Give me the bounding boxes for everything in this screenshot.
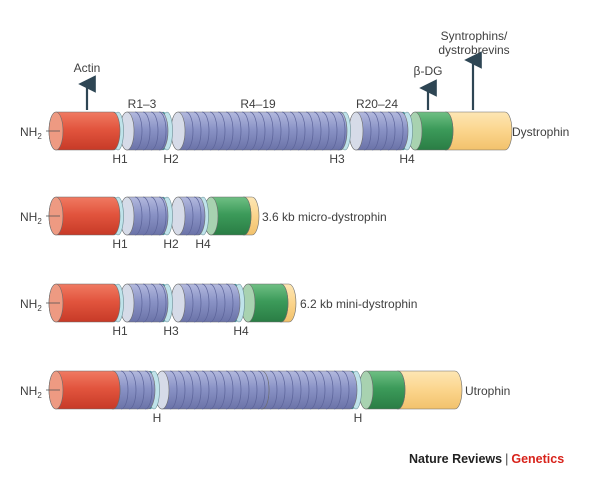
svg-text:NH2: NH2 bbox=[20, 297, 42, 313]
svg-text:NH2: NH2 bbox=[20, 384, 42, 400]
hinge-label: H1 bbox=[112, 324, 128, 338]
hinge-label: H3 bbox=[163, 324, 179, 338]
journal-field: Genetics bbox=[511, 452, 565, 466]
nh2-label-utrophin: NH2 bbox=[20, 384, 60, 400]
protein-name-mini-dystrophin: 6.2 kb mini-dystrophin bbox=[300, 297, 417, 311]
svg-text:NH2: NH2 bbox=[20, 210, 42, 226]
repeat-label-r20-24: R20–24 bbox=[356, 97, 398, 111]
svg-text:NH2: NH2 bbox=[20, 125, 42, 141]
nh2-label-dystrophin: NH2 bbox=[20, 125, 60, 141]
nh2-label-micro: NH2 bbox=[20, 210, 60, 226]
spectrin-repeat-domain bbox=[348, 111, 409, 151]
hinge-label: H bbox=[153, 411, 162, 425]
dystrobrevins-label: dystrobrevins bbox=[438, 43, 509, 57]
hinge-label: H1 bbox=[112, 237, 128, 251]
hinge-label: H3 bbox=[329, 152, 345, 166]
protein-name-dystrophin: Dystrophin bbox=[512, 125, 569, 139]
cysteine-rich-domain bbox=[240, 283, 289, 323]
hinge-label: H4 bbox=[233, 324, 249, 338]
cysteine-rich-domain bbox=[358, 370, 406, 410]
protein-dystrophin bbox=[48, 111, 513, 151]
spectrin-repeat-domain bbox=[254, 370, 358, 410]
credit-separator: | bbox=[505, 452, 509, 466]
journal-name: Nature Reviews bbox=[409, 452, 503, 466]
cysteine-rich-domain bbox=[203, 196, 252, 236]
protein-utrophin bbox=[48, 370, 463, 410]
spectrin-repeat-domain bbox=[170, 283, 241, 323]
protein-micro-dystrophin bbox=[48, 196, 260, 236]
spectrin-repeat-domain bbox=[170, 111, 348, 151]
hinge-label: H4 bbox=[399, 152, 415, 166]
spectrin-repeat-domain bbox=[154, 370, 270, 410]
protein-name-utrophin: Utrophin bbox=[465, 384, 510, 398]
syntrophins-label: Syntrophins/ bbox=[441, 29, 508, 43]
protein-name-micro-dystrophin: 3.6 kb micro-dystrophin bbox=[262, 210, 387, 224]
hinge-label: H2 bbox=[163, 237, 179, 251]
beta-dg-label: β-DG bbox=[414, 64, 443, 78]
spectrin-repeat-domain bbox=[170, 196, 206, 236]
journal-credit: Nature Reviews|Genetics bbox=[409, 452, 564, 466]
spectrin-repeat-domain bbox=[119, 283, 169, 323]
hinge-label: H4 bbox=[195, 237, 211, 251]
nh2-label-mini: NH2 bbox=[20, 297, 60, 313]
hinge-label: H2 bbox=[163, 152, 179, 166]
spectrin-repeat-domain bbox=[119, 196, 169, 236]
spectrin-repeat-domain bbox=[119, 111, 169, 151]
repeat-label-r4-19: R4–19 bbox=[240, 97, 276, 111]
protein-mini-dystrophin bbox=[48, 283, 297, 323]
actin-binding-domain bbox=[48, 196, 121, 236]
cysteine-rich-domain bbox=[407, 111, 454, 151]
hinge-label: H1 bbox=[112, 152, 128, 166]
actin-label: Actin bbox=[74, 61, 101, 75]
repeat-label-r1-3: R1–3 bbox=[128, 97, 157, 111]
hinge-label: H bbox=[354, 411, 363, 425]
